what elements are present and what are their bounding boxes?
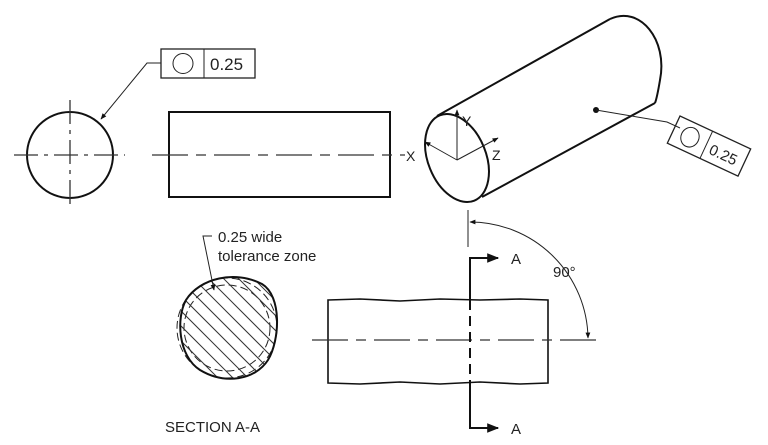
x-axis-arrow xyxy=(424,141,458,161)
cutting-plane-top-arrow xyxy=(469,253,500,300)
circularity-icon xyxy=(680,126,700,148)
fcf-iso-tolerance: 0.25 xyxy=(706,141,740,169)
bottom-view-outline xyxy=(327,298,549,385)
tolerance-note-line1: 0.25 wide xyxy=(218,229,282,246)
side-view xyxy=(152,111,405,198)
fcf-left-tolerance: 0.25 xyxy=(210,55,243,74)
feature-control-frame-left: 0.25 xyxy=(100,48,256,120)
circularity-icon xyxy=(172,53,194,74)
end-view xyxy=(14,100,125,210)
isometric-cylinder: Y X Z xyxy=(406,14,681,204)
cylinder-back-edge xyxy=(609,14,663,104)
angle-label: 90° xyxy=(553,264,576,281)
x-axis-label: X xyxy=(406,148,416,164)
actual-section-profile xyxy=(179,276,278,380)
leader-line xyxy=(100,62,161,120)
z-axis-arrow xyxy=(456,137,499,161)
y-axis-label: Y xyxy=(462,113,472,129)
z-axis-label: Z xyxy=(492,147,501,163)
tolerance-zone-leader xyxy=(202,235,216,291)
tolerance-note-line2: tolerance zone xyxy=(218,248,316,265)
angle-dimension-arc xyxy=(469,219,591,339)
bottom-side-view: 90° A A xyxy=(312,210,602,438)
cutting-plane-bottom-arrow xyxy=(469,383,500,433)
section-title: SECTION A-A xyxy=(165,419,260,436)
inner-tolerance-circle xyxy=(183,284,271,372)
cutting-plane-top-label: A xyxy=(511,251,521,268)
feature-control-frame-iso: 0.25 xyxy=(666,115,752,178)
cutting-plane-bottom-label: A xyxy=(511,421,521,438)
section-view: 0.25 wide tolerance zone SECTION A-A xyxy=(165,229,316,436)
